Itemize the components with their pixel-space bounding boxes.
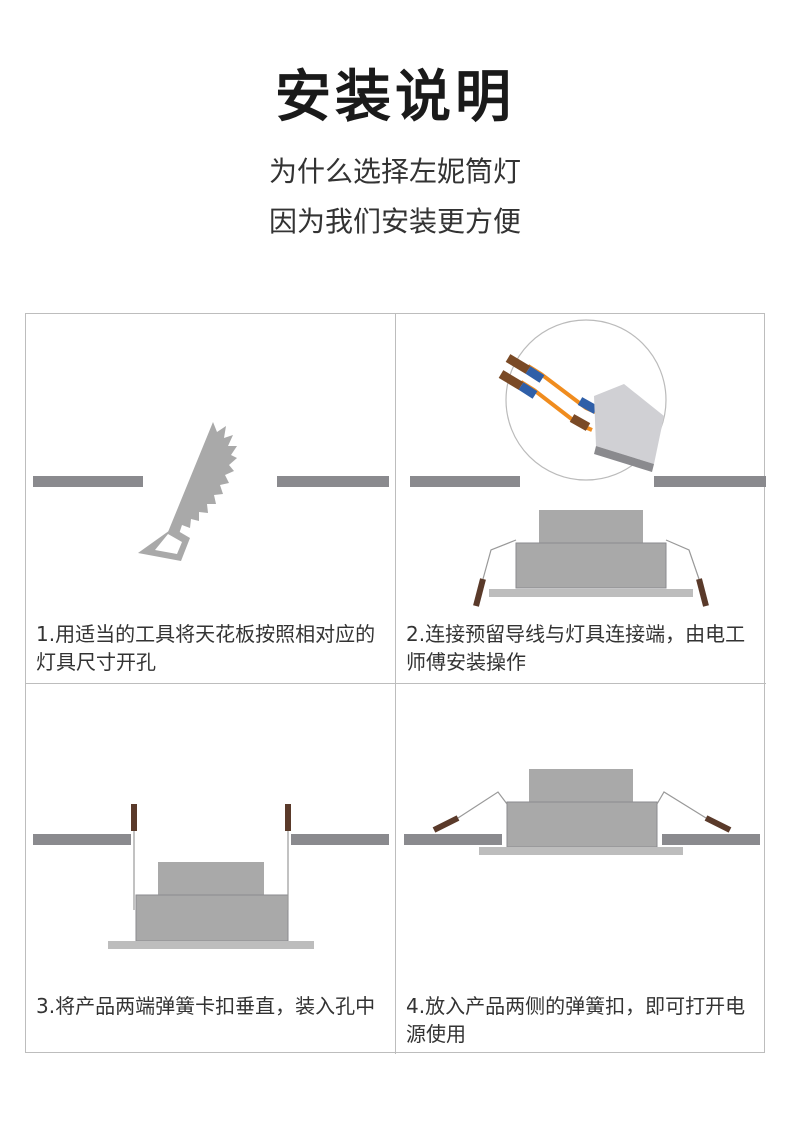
fixture-trim xyxy=(108,941,314,949)
ceiling-left xyxy=(33,834,131,845)
step-4-illustration xyxy=(404,769,760,855)
ceiling-right xyxy=(291,834,389,845)
steps-grid: 1.用适当的工具将天花板按照相对应的灯具尺寸开孔 xyxy=(25,313,766,1054)
fixture-body xyxy=(515,542,667,589)
ceiling-right xyxy=(277,476,389,487)
spring-clip-icon xyxy=(473,539,709,607)
step-3-panel: 3.将产品两端弹簧卡扣垂直，装入孔中 xyxy=(26,684,396,1054)
fixture-trim xyxy=(479,847,683,855)
ceiling-right xyxy=(654,476,766,487)
step-4-caption: 4.放入产品两侧的弹簧扣，即可打开电源使用 xyxy=(406,994,746,1046)
subtitle-line-1: 为什么选择左妮筒灯 xyxy=(268,155,521,188)
fixture-top xyxy=(539,510,643,544)
ceiling-left xyxy=(410,476,520,487)
ceiling-right xyxy=(662,834,760,845)
page-title: 安装说明 xyxy=(275,65,515,130)
step-3-caption: 3.将产品两端弹簧卡扣垂直，装入孔中 xyxy=(36,994,376,1018)
step-2-panel: 2.连接预留导线与灯具连接端，由电工师傅安装操作 xyxy=(396,314,766,684)
step-1-caption: 1.用适当的工具将天花板按照相对应的灯具尺寸开孔 xyxy=(36,622,376,674)
fixture-body xyxy=(506,801,658,848)
spring-clip-icon xyxy=(432,791,732,833)
subtitle-line-2: 因为我们安装更方便 xyxy=(268,205,521,238)
fixture-trim xyxy=(489,589,693,597)
step-4-panel: 4.放入产品两侧的弹簧扣，即可打开电源使用 xyxy=(396,684,766,1054)
saw-icon xyxy=(138,422,237,561)
fixture-top xyxy=(529,769,633,802)
step-3-illustration xyxy=(33,804,389,949)
fixture-body xyxy=(135,894,289,942)
spring-clip-icon xyxy=(131,804,291,910)
step-2-illustration xyxy=(410,319,766,607)
step-2-caption: 2.连接预留导线与灯具连接端，由电工师傅安装操作 xyxy=(406,622,746,674)
ceiling-left xyxy=(33,476,143,487)
step-1-illustration xyxy=(33,422,389,561)
ceiling-left xyxy=(404,834,502,845)
fixture-top xyxy=(158,862,264,895)
wire-connector-icon xyxy=(498,354,664,472)
step-1-panel: 1.用适当的工具将天花板按照相对应的灯具尺寸开孔 xyxy=(26,314,396,684)
